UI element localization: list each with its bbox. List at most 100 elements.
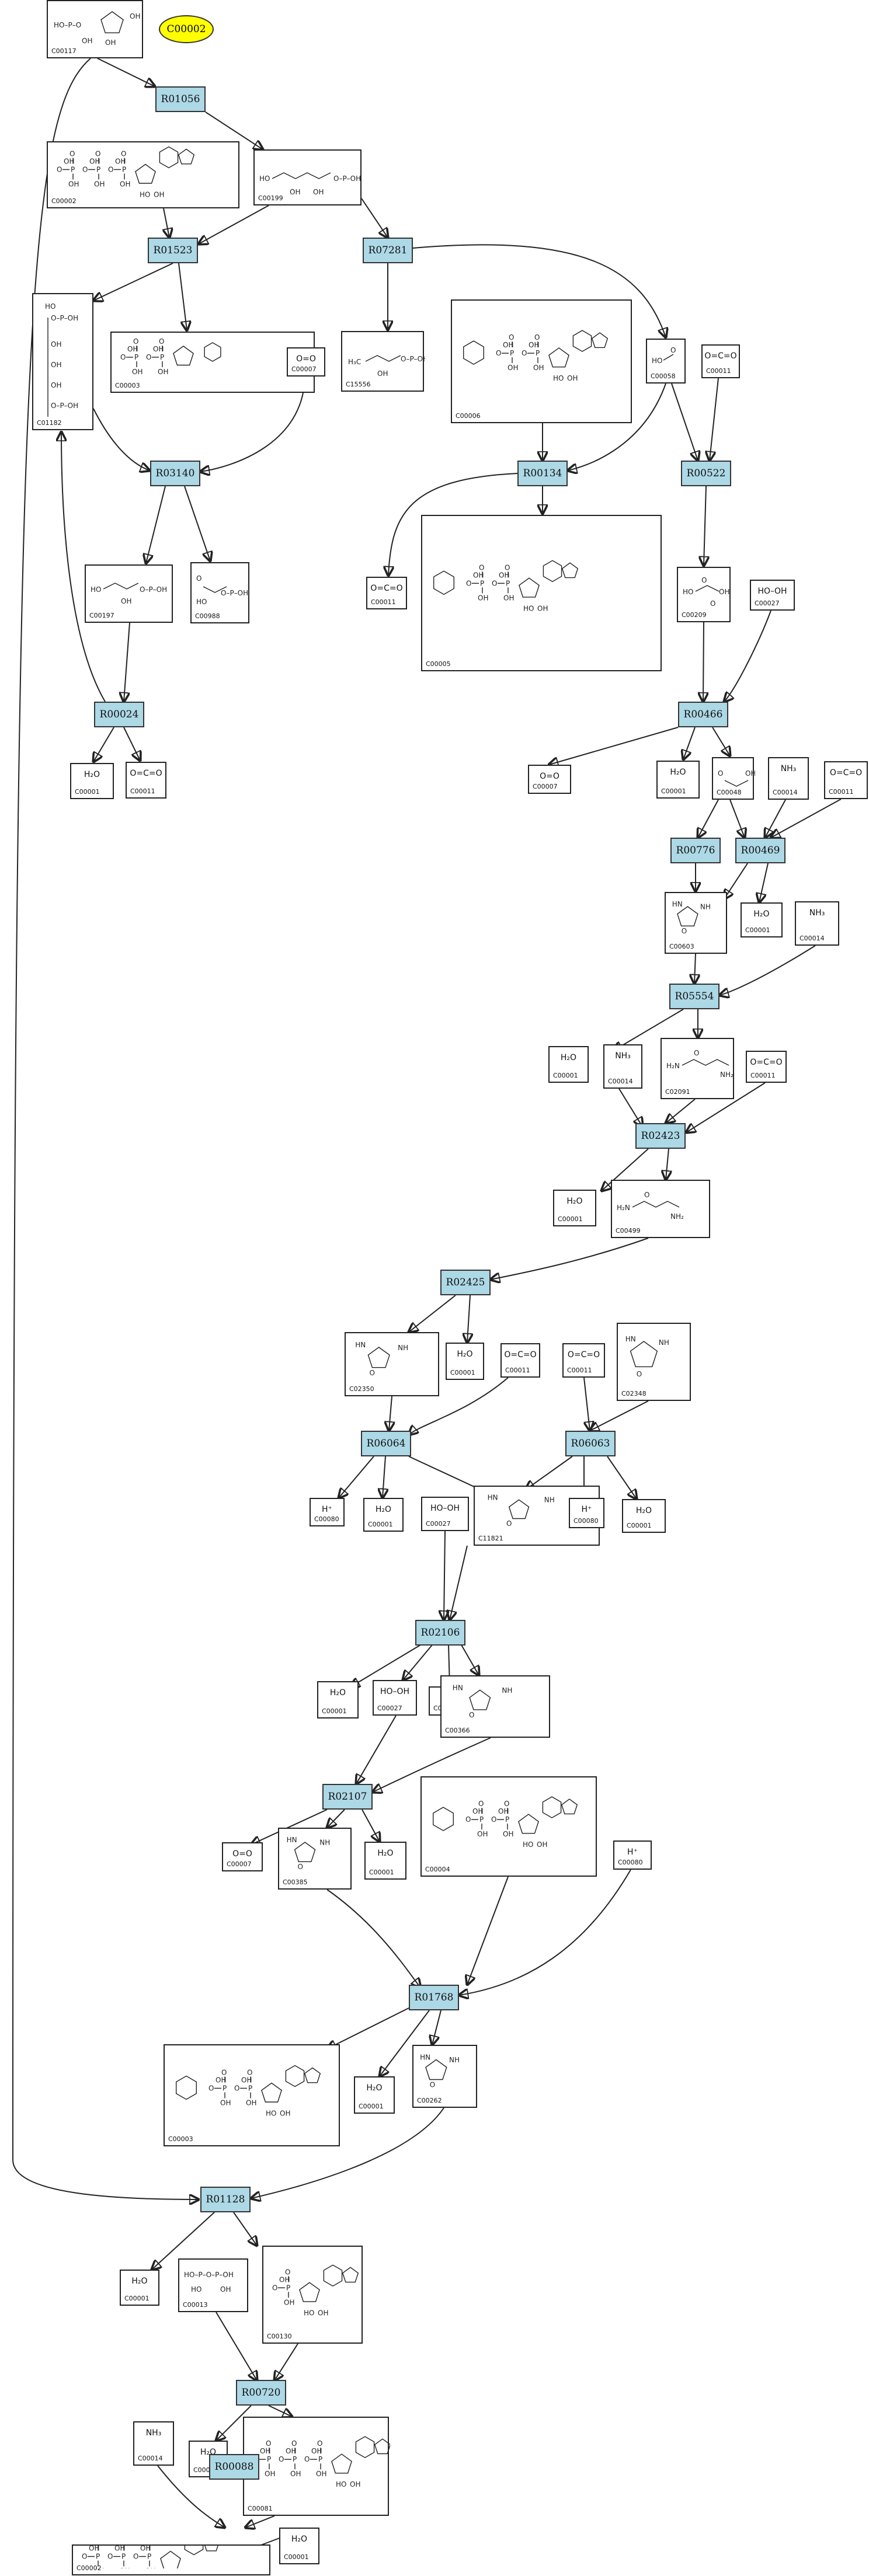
- reaction-node-r01056[interactable]: R01056: [155, 86, 206, 112]
- reaction-node-r06063[interactable]: R06063: [565, 1431, 616, 1456]
- compound-box-c00081[interactable]: OOHPOOHOOHPOOHOOHPOOHHOOHC00081: [243, 2417, 390, 2516]
- svg-text:O–P–OH: O–P–OH: [333, 175, 361, 183]
- svg-text:OH: OH: [121, 597, 131, 605]
- structure-drawing: HOO: [652, 346, 676, 365]
- reaction-node-r01128[interactable]: R01128: [200, 2187, 251, 2212]
- reaction-node-r00088[interactable]: R00088: [209, 2454, 259, 2480]
- svg-text:O: O: [82, 2553, 87, 2561]
- reaction-edge: [526, 1456, 573, 1490]
- reaction-node-r02425[interactable]: R02425: [440, 1270, 491, 1295]
- reaction-node-r01523[interactable]: R01523: [148, 238, 198, 263]
- reaction-node-r02107[interactable]: R02107: [322, 1784, 373, 1810]
- compound-id: C00011: [706, 367, 731, 375]
- reaction-node-r00720[interactable]: R00720: [236, 2380, 286, 2406]
- svg-text:H₂N: H₂N: [666, 1062, 680, 1070]
- compound-box-c00080-c[interactable]: H⁺C00080: [613, 1841, 652, 1870]
- reaction-node-r03140[interactable]: R03140: [150, 461, 200, 486]
- compound-formula: HO–OH: [430, 1504, 460, 1513]
- svg-text:OH: OH: [280, 2109, 290, 2117]
- svg-text:OH: OH: [265, 2470, 275, 2478]
- reaction-edge: [146, 486, 166, 563]
- reaction-node-r07281[interactable]: R07281: [363, 238, 413, 263]
- reaction-node-r00522[interactable]: R00522: [681, 461, 731, 486]
- svg-text:HN: HN: [672, 900, 683, 908]
- compound-id: C00003: [115, 382, 140, 389]
- reaction-node-r00469[interactable]: R00469: [735, 838, 785, 863]
- compound-box-c00080-b[interactable]: H⁺C00080: [569, 1498, 604, 1528]
- reaction-node-r00024[interactable]: R00024: [94, 702, 144, 727]
- reaction-node-r00466[interactable]: R00466: [678, 702, 728, 727]
- reaction-node-r06064[interactable]: R06064: [361, 1431, 411, 1456]
- reaction-node-r00776[interactable]: R00776: [670, 838, 721, 863]
- svg-text:OH: OH: [537, 1841, 547, 1849]
- reaction-edge: [710, 378, 719, 461]
- reaction-node-r02423[interactable]: R02423: [635, 1123, 686, 1149]
- highlight-node[interactable]: C00002: [159, 15, 214, 43]
- reaction-node-r00134[interactable]: R00134: [517, 461, 568, 486]
- compound-box-c00080-a[interactable]: H⁺C00080: [310, 1498, 345, 1526]
- reaction-node-r01768[interactable]: R01768: [409, 1985, 459, 2010]
- reaction-node-r05554[interactable]: R05554: [669, 984, 719, 1009]
- reaction-edge: [93, 408, 150, 470]
- reaction-node-r02106[interactable]: R02106: [415, 1620, 465, 1646]
- reaction-edge: [613, 1009, 684, 1051]
